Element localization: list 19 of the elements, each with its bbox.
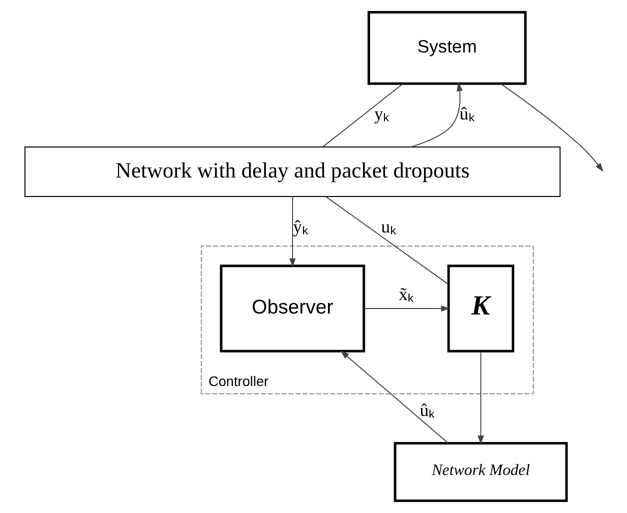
node-box: System	[367, 11, 526, 85]
node-box: Network with delay and packet dropouts	[24, 146, 560, 198]
edge-label: uₖ	[380, 216, 396, 237]
edge-label: yₖ	[374, 104, 389, 124]
edge-label: ŷₖ	[292, 216, 308, 237]
arrow	[477, 351, 484, 444]
node-box: Observer	[219, 264, 365, 352]
arrow	[499, 83, 603, 172]
arrow	[362, 305, 450, 312]
connector	[322, 83, 403, 148]
edge-label: ûₖ	[419, 400, 434, 420]
edge-label: ûₖ	[458, 104, 474, 124]
connector	[324, 196, 449, 285]
node-box: Network Model	[393, 442, 568, 502]
arrow	[340, 350, 448, 444]
edge-label: x̃ₖ	[398, 284, 414, 304]
arrow	[410, 82, 462, 148]
node-box: K	[446, 264, 514, 352]
arrow	[288, 196, 296, 268]
